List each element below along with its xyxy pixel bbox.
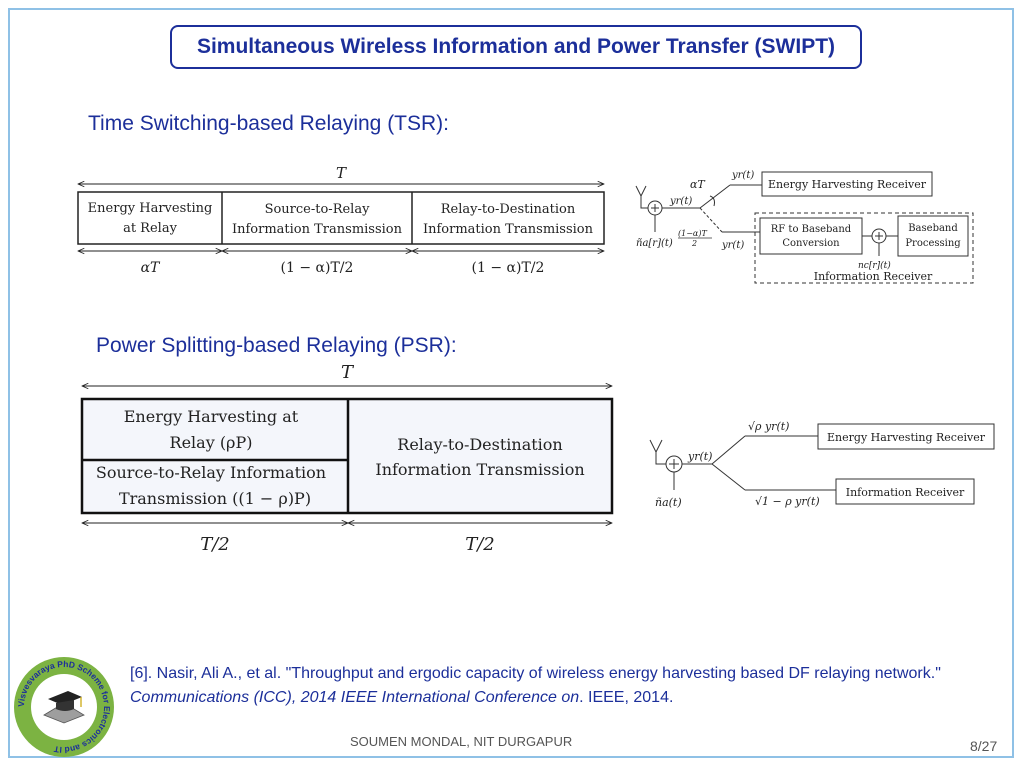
tsr-block2-line1: Source-to-Relay bbox=[265, 202, 371, 217]
tsr-bb-line2: Processing bbox=[905, 238, 961, 249]
tsr-adder2-plus bbox=[875, 232, 883, 240]
tsr-noise-c: nc[r](t) bbox=[858, 260, 891, 271]
tsr-adder-plus bbox=[651, 204, 659, 212]
tsr-block3-line1: Relay-to-Destination bbox=[441, 202, 576, 217]
tsr-frac-den: 2 bbox=[691, 239, 697, 248]
psr-frame-diagram: T Energy Harvesting at Relay (ρP) Source… bbox=[80, 362, 614, 555]
reference-suffix: . IEEE, 2014. bbox=[579, 689, 674, 706]
tsr-switch-upper bbox=[699, 184, 731, 209]
psr-dur2-label: T/2 bbox=[465, 534, 495, 555]
tsr-yr-bottom: yr(t) bbox=[721, 240, 744, 251]
psr-split-lower bbox=[711, 463, 746, 491]
tsr-switch-arc bbox=[709, 195, 715, 207]
reference-venue: Communications (ICC), 2014 IEEE Internat… bbox=[130, 689, 580, 706]
psr-adder-plus bbox=[669, 459, 679, 469]
psr-eh-line1: Energy Harvesting at bbox=[124, 407, 299, 426]
reference-prefix: [6]. Nasir, Ali A., et al. "Throughput a… bbox=[130, 665, 941, 682]
tsr-noise-a: ña[r](t) bbox=[636, 238, 673, 249]
psr-sr-line2: Transmission ((1 − ρ)P) bbox=[119, 489, 311, 508]
tsr-block1-line2: at Relay bbox=[123, 221, 177, 236]
tsr-frame-box bbox=[77, 191, 605, 245]
slide-frame bbox=[8, 8, 1014, 758]
psr-antenna-icon bbox=[649, 439, 666, 465]
tsr-alpha-t: αT bbox=[690, 178, 706, 191]
tsr-switch-lower bbox=[699, 207, 723, 233]
psr-rd-line2: Information Transmission bbox=[375, 460, 584, 479]
page-number: 8/27 bbox=[970, 738, 998, 754]
tsr-info-receiver-box bbox=[754, 212, 974, 284]
tsr-eh-receiver: Energy Harvesting Receiver bbox=[768, 178, 927, 191]
tsr-info-receiver: Information Receiver bbox=[814, 270, 933, 283]
tsr-bb-box bbox=[897, 215, 969, 257]
psr-eh-receiver: Energy Harvesting Receiver bbox=[827, 431, 986, 444]
tsr-rf-box bbox=[759, 217, 863, 255]
visvesvaraya-logo: Visvesvaraya PhD Scheme for Electronics … bbox=[14, 657, 114, 757]
reference-citation: [6]. Nasir, Ali A., et al. "Throughput a… bbox=[130, 662, 990, 710]
tsr-bb-line1: Baseband bbox=[908, 223, 958, 234]
tsr-total-label: T bbox=[336, 164, 347, 182]
tsr-block2-line2: Information Transmission bbox=[232, 222, 403, 237]
tsr-dur2-label: (1 − α)T/2 bbox=[281, 260, 354, 276]
psr-info-receiver-box bbox=[835, 478, 975, 505]
psr-receiver-diagram: ña(t) yr(t) √ρ yr(t) Energy Harvesting R… bbox=[649, 420, 995, 509]
psr-rd-line1: Relay-to-Destination bbox=[397, 435, 562, 454]
slide-title: Simultaneous Wireless Information and Po… bbox=[196, 35, 836, 58]
psr-eh-receiver-box bbox=[817, 423, 995, 450]
psr-yr-in: yr(t) bbox=[687, 450, 712, 463]
tsr-receiver-diagram: ña[r](t) yr(t) αT yr(t) Energy Harvestin… bbox=[635, 170, 974, 284]
psr-dur1-label: T/2 bbox=[200, 534, 230, 555]
tsr-yr-in: yr(t) bbox=[669, 196, 692, 207]
tsr-rf-line1: RF to Baseband bbox=[771, 224, 852, 235]
psr-split-upper bbox=[711, 435, 746, 465]
tsr-antenna-icon bbox=[635, 185, 648, 209]
psr-heading: Power Splitting-based Relaying (PSR): bbox=[96, 334, 457, 357]
tsr-block3-line2: Information Transmission bbox=[423, 222, 594, 237]
psr-info-receiver: Information Receiver bbox=[846, 486, 965, 499]
tsr-heading: Time Switching-based Relaying (TSR): bbox=[88, 112, 450, 135]
tsr-frac-label: (1−α)T bbox=[678, 229, 707, 238]
graduation-cap-book-icon bbox=[43, 691, 85, 724]
tsr-yr-top: yr(t) bbox=[731, 170, 754, 181]
psr-sr-line1: Source-to-Relay Information bbox=[96, 463, 326, 482]
tsr-eh-receiver-box bbox=[761, 171, 933, 197]
psr-noise-a: ña(t) bbox=[655, 496, 682, 509]
tsr-dur1-label: αT bbox=[141, 260, 161, 276]
footer-author: SOUMEN MONDAL, NIT DURGAPUR bbox=[350, 734, 573, 749]
tsr-rf-line2: Conversion bbox=[782, 238, 840, 249]
title-box: Simultaneous Wireless Information and Po… bbox=[170, 25, 862, 69]
psr-sqrt-one-minus-rho: √1 − ρ yr(t) bbox=[755, 495, 820, 508]
tsr-block1-line1: Energy Harvesting bbox=[88, 201, 213, 216]
tsr-frame-diagram: T Energy Harvesting at Relay Source-to-R… bbox=[77, 164, 605, 276]
psr-eh-line2: Relay (ρP) bbox=[170, 433, 253, 452]
psr-total-label: T bbox=[341, 362, 355, 383]
tsr-dur3-label: (1 − α)T/2 bbox=[472, 260, 545, 276]
psr-sqrt-rho: √ρ yr(t) bbox=[748, 420, 789, 433]
